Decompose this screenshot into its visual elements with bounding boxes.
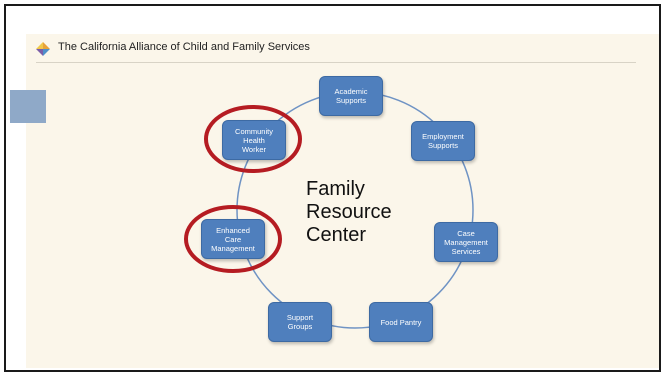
node-food-pantry: Food Pantry — [369, 302, 433, 342]
diamond-logo-icon — [36, 42, 50, 56]
center-label: Family Resource Center — [306, 178, 392, 246]
header-divider — [36, 62, 636, 63]
node-case-management-services: Case Management Services — [434, 222, 498, 262]
node-support-groups: Support Groups — [268, 302, 332, 342]
node-community-health-worker: Community Health Worker — [222, 120, 286, 160]
node-employment-supports: Employment Supports — [411, 121, 475, 161]
node-enhanced-care-management: Enhanced Care Management — [201, 219, 265, 259]
node-academic-supports: Academic Supports — [319, 76, 383, 116]
slide: The California Alliance of Child and Fam… — [4, 4, 661, 372]
header-title: The California Alliance of Child and Fam… — [58, 41, 310, 53]
side-accent-bar — [10, 90, 46, 123]
